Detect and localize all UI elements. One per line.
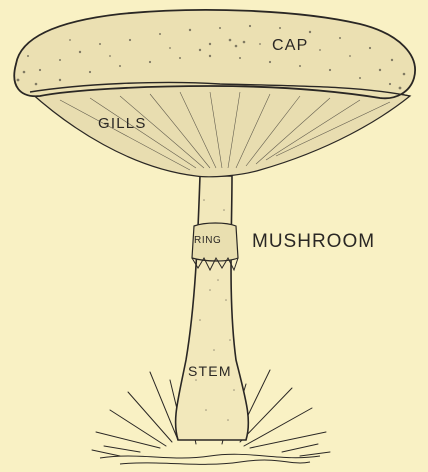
diagram-title: MUSHROOM (252, 232, 375, 251)
ring-label: RING (194, 236, 221, 246)
cap-label: CAP (272, 38, 309, 54)
ground (100, 454, 320, 464)
gills (30, 82, 410, 176)
gills-label: GILLS (98, 116, 147, 131)
cap (14, 10, 415, 98)
stem (176, 176, 249, 440)
stem-label: STEM (188, 364, 232, 378)
